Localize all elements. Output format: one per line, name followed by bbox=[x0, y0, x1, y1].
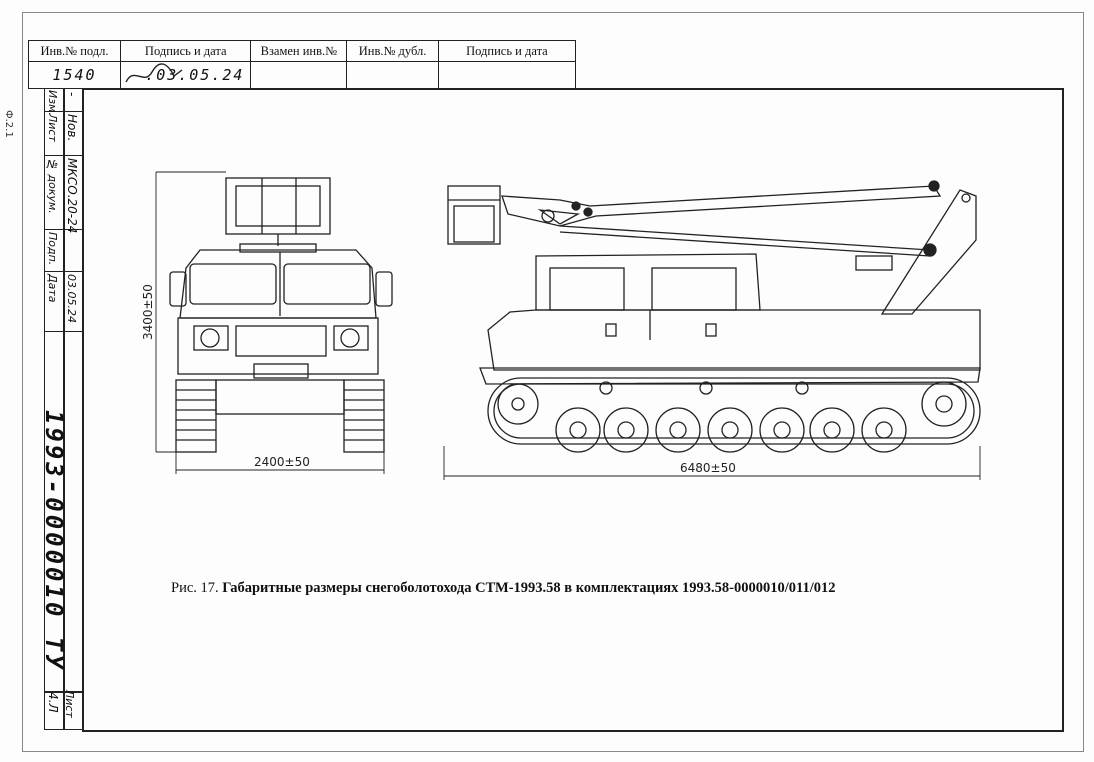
sheet-value: 4.Л bbox=[46, 692, 60, 713]
stamp-empty-2 bbox=[346, 61, 439, 89]
label-list: Лист bbox=[46, 114, 59, 142]
value-date: 03.05.24 bbox=[65, 274, 78, 323]
signature-scribble bbox=[125, 63, 183, 83]
stamp-sign-cell: .03.05.24 bbox=[119, 61, 252, 89]
dim-length: 6480±50 bbox=[680, 461, 736, 475]
figure-caption: Рис. 17. Габаритные размеры снегоболотох… bbox=[171, 580, 1051, 597]
caption-title: Габаритные размеры снегоболотохода СТМ-1… bbox=[222, 580, 836, 596]
caption-prefix: Рис. 17. bbox=[171, 580, 223, 596]
side-view bbox=[447, 180, 981, 445]
value-izm: - bbox=[65, 92, 79, 97]
stamp-header-inv: Инв.№ подл. bbox=[28, 40, 121, 62]
dim-width: 2400±50 bbox=[254, 455, 310, 469]
front-dimensions bbox=[155, 171, 385, 474]
stamp-empty-1 bbox=[250, 61, 348, 89]
stamp-date-value: .03.05.24 bbox=[145, 66, 245, 84]
document-number: 1993-0000010 ТУ bbox=[40, 410, 68, 672]
value-list: Нов. bbox=[65, 114, 79, 142]
stamp-empty-3 bbox=[437, 61, 577, 89]
front-view bbox=[169, 177, 393, 453]
label-date: Дата bbox=[46, 274, 59, 303]
revision-column bbox=[44, 88, 83, 730]
outer-border bbox=[22, 12, 1084, 752]
sheet-label: Лист bbox=[63, 690, 76, 718]
label-sign: Подп. bbox=[46, 232, 59, 266]
label-izm: Изм. bbox=[46, 90, 59, 116]
label-doc: № докум. bbox=[46, 158, 59, 214]
side-dimensions bbox=[443, 446, 981, 480]
drawing-frame bbox=[82, 88, 1064, 732]
stamp-inv-value: 1540 bbox=[28, 61, 121, 89]
stamp-header-sign2: Подпись и дата bbox=[437, 40, 577, 62]
stamp-table: Инв.№ подл. Подпись и дата Взамен инв.№ … bbox=[28, 40, 577, 89]
dim-height: 3400±50 bbox=[141, 284, 155, 340]
side-view-wheels bbox=[497, 381, 967, 453]
value-doc: МКСО.20-24 bbox=[65, 158, 79, 234]
form-label: Ф.2.1 bbox=[3, 110, 14, 138]
